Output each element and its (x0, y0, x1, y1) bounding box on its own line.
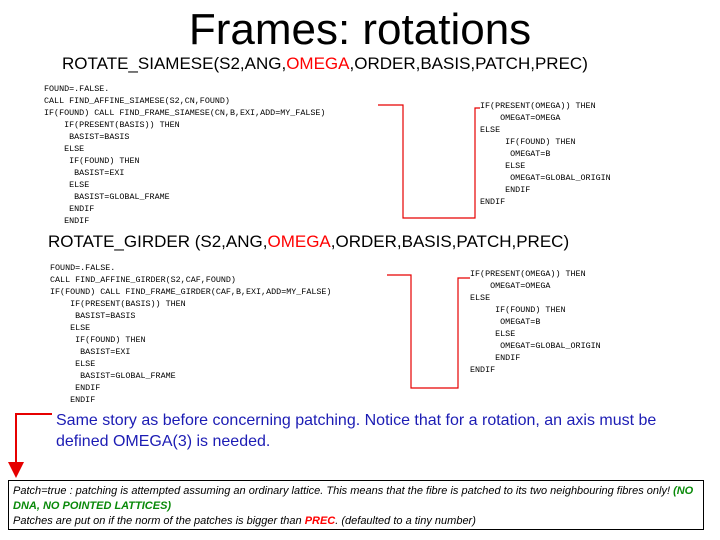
siamese-heading: ROTATE_SIAMESE(S2,ANG,OMEGA,ORDER,BASIS,… (62, 54, 588, 74)
siamese-connector (378, 104, 480, 219)
girder-heading-prefix: ROTATE_GIRDER (S2,ANG, (48, 232, 268, 251)
patch-info-box: Patch=true : patching is attempted assum… (8, 480, 704, 530)
patch-info-line1: Patch=true : patching is attempted assum… (13, 485, 674, 497)
siamese-code-left: FOUND=.FALSE. CALL FIND_AFFINE_SIAMESE(S… (44, 84, 326, 226)
siamese-heading-omega: OMEGA (286, 54, 350, 73)
patch-info-emphasis: (NO DNA, NO POINTED LATTICES) (13, 485, 694, 512)
girder-connector (387, 274, 470, 389)
girder-heading-suffix: ,ORDER,BASIS,PATCH,PREC) (330, 232, 570, 251)
note-arrow (8, 413, 52, 478)
page-title: Frames: rotations (188, 5, 532, 54)
girder-heading: ROTATE_GIRDER (S2,ANG,OMEGA,ORDER,BASIS,… (48, 232, 569, 252)
girder-code-left: FOUND=.FALSE. CALL FIND_AFFINE_GIRDER(S2… (50, 263, 332, 405)
siamese-heading-suffix: ,ORDER,BASIS,PATCH,PREC) (349, 54, 588, 73)
patch-info-line2a: Patches are put on if the norm of the pa… (13, 515, 305, 527)
girder-heading-omega: OMEGA (267, 232, 331, 251)
patch-info-prec: PREC (304, 515, 336, 527)
girder-code-right: IF(PRESENT(OMEGA)) THEN OMEGAT=OMEGA ELS… (470, 269, 601, 375)
siamese-code-right: IF(PRESENT(OMEGA)) THEN OMEGAT=OMEGA ELS… (480, 101, 611, 207)
siamese-heading-prefix: ROTATE_SIAMESE(S2,ANG, (62, 54, 287, 73)
patching-note: Same story as before concerning patching… (56, 412, 657, 450)
patch-info-line2b: . (defaulted to a tiny number) (335, 515, 476, 527)
